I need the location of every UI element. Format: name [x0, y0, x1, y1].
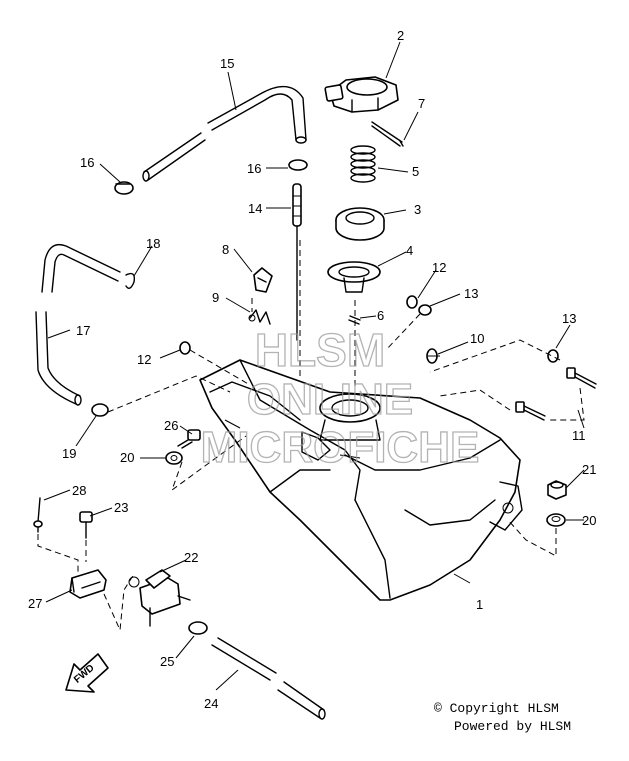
- cap-pin[interactable]: [371, 121, 404, 147]
- callout-21[interactable]: 21: [582, 462, 596, 477]
- callout-15[interactable]: 15: [220, 56, 234, 71]
- callout-28[interactable]: 28: [72, 483, 86, 498]
- forward-direction-indicator: FWD: [65, 653, 109, 693]
- valve-spring[interactable]: [248, 309, 271, 325]
- callout-14[interactable]: 14: [248, 201, 262, 216]
- callout-17[interactable]: 17: [76, 323, 90, 338]
- vent-hose-upper[interactable]: [142, 85, 307, 182]
- callout-20a[interactable]: 20: [120, 450, 134, 465]
- rivet[interactable]: [33, 497, 43, 533]
- callout-12a[interactable]: 12: [137, 352, 151, 367]
- callout-18[interactable]: 18: [146, 236, 160, 251]
- breather-tube[interactable]: [292, 183, 302, 341]
- grommet[interactable]: [426, 348, 440, 364]
- washer[interactable]: [546, 513, 566, 527]
- watermark-line-2: ONLINE: [247, 375, 413, 424]
- leader-lines: [43, 41, 585, 691]
- callout-4[interactable]: 4: [406, 243, 413, 258]
- callout-3[interactable]: 3: [414, 202, 421, 217]
- hose-clip[interactable]: [91, 403, 109, 417]
- callout-20b[interactable]: 20: [582, 513, 596, 528]
- callout-16b[interactable]: 16: [247, 161, 261, 176]
- bolt[interactable]: [566, 367, 597, 389]
- callout-7[interactable]: 7: [418, 96, 425, 111]
- hose-clip[interactable]: [114, 181, 134, 195]
- watermark: HLSM ONLINE MICROFICHE: [200, 323, 480, 472]
- callout-9[interactable]: 9: [212, 290, 219, 305]
- callout-numbers: 1 2 3 4 5 6 7 8 9 10 11 12 12 13 13 14 1…: [28, 28, 596, 711]
- callout-13a[interactable]: 13: [464, 286, 478, 301]
- rubber-washer[interactable]: [406, 295, 418, 309]
- vent-hose-side[interactable]: [35, 243, 121, 406]
- callout-10[interactable]: 10: [470, 331, 484, 346]
- hose-clip[interactable]: [125, 272, 136, 289]
- assembly-lines: [37, 240, 585, 632]
- bolt[interactable]: [515, 401, 546, 421]
- callout-12b[interactable]: 12: [432, 260, 446, 275]
- rubber-washer[interactable]: [179, 341, 191, 355]
- filler-neck-ring[interactable]: [327, 261, 381, 293]
- valve-knob[interactable]: [253, 267, 273, 293]
- callout-23[interactable]: 23: [114, 500, 128, 515]
- callout-5[interactable]: 5: [412, 164, 419, 179]
- callout-11[interactable]: 11: [572, 428, 586, 443]
- callout-19[interactable]: 19: [62, 446, 76, 461]
- callout-22[interactable]: 22: [184, 550, 198, 565]
- hose-lower[interactable]: [211, 637, 326, 720]
- bolt[interactable]: [177, 429, 201, 449]
- copyright-line-1: © Copyright HLSM: [434, 701, 559, 716]
- callout-13b[interactable]: 13: [562, 311, 576, 326]
- callout-24[interactable]: 24: [204, 696, 218, 711]
- screw[interactable]: [348, 315, 361, 325]
- callout-8[interactable]: 8: [222, 242, 229, 257]
- watermark-line-3: MICROFICHE: [201, 423, 480, 472]
- nut[interactable]: [547, 480, 567, 500]
- callout-26[interactable]: 26: [164, 418, 178, 433]
- copyright-notice: © Copyright HLSM Powered by HLSM: [434, 701, 571, 734]
- hose-clamp[interactable]: [188, 621, 208, 635]
- hose-clip[interactable]: [288, 159, 308, 171]
- collar[interactable]: [547, 349, 559, 363]
- fuel-cap[interactable]: [324, 76, 399, 113]
- washer[interactable]: [165, 451, 183, 465]
- tank-bracket[interactable]: [69, 569, 107, 599]
- fuel-tank[interactable]: [199, 359, 523, 601]
- seal-ring[interactable]: [335, 207, 385, 241]
- spring[interactable]: [350, 145, 376, 183]
- callout-16a[interactable]: 16: [80, 155, 94, 170]
- callout-1[interactable]: 1: [476, 597, 483, 612]
- collar[interactable]: [418, 304, 432, 316]
- callout-27[interactable]: 27: [28, 596, 42, 611]
- callout-6[interactable]: 6: [377, 308, 384, 323]
- callout-25[interactable]: 25: [160, 654, 174, 669]
- watermark-line-1: HLSM: [255, 324, 385, 376]
- copyright-line-2: Powered by HLSM: [454, 719, 571, 734]
- bolt[interactable]: [79, 511, 93, 539]
- fuel-petcock[interactable]: [128, 569, 191, 627]
- callout-2[interactable]: 2: [397, 28, 404, 43]
